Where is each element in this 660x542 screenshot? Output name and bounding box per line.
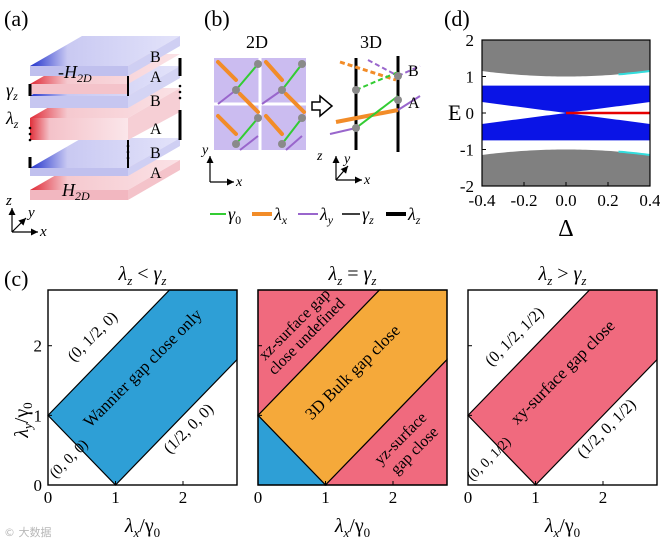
gray-continuum-upper — [482, 40, 650, 77]
panel-d-label: (d) — [444, 6, 470, 31]
bottom-layer-label: H2D — [61, 180, 90, 203]
site-B-label: B — [408, 63, 419, 80]
title-2d: 2D — [246, 32, 268, 52]
panel-b-axis-y: y — [200, 143, 209, 158]
phase-title: λz = γz — [328, 263, 377, 288]
legend-gamma-0: γ0 — [228, 204, 241, 227]
phase-title: λz < γz — [118, 263, 167, 288]
x-tick-label: 0 — [44, 488, 53, 507]
y-axis-label: E — [448, 100, 461, 125]
sublattice-B-2: B — [150, 93, 161, 110]
panel-b-label: (b) — [204, 6, 230, 31]
x-tick-label: 0.2 — [597, 191, 618, 210]
panel-d: (d) 2 1 0 -1 -2-0.4 -0.2 0.0 0.2 0.4 E Δ — [444, 6, 660, 242]
sublattice-B-3: B — [150, 145, 161, 162]
spectrum-chart: 2 1 0 -1 -2-0.4 -0.2 0.0 0.2 0.4 E Δ — [448, 31, 660, 242]
legend-lambda-x: λx — [273, 204, 288, 227]
phase-xlabel: λx/γ0 — [544, 515, 580, 540]
gray-continuum-lower — [482, 149, 650, 186]
panel-c-ylabel: λy/γ0 — [11, 402, 35, 438]
x-tick-label: 0.0 — [555, 191, 576, 210]
sublattice-A-3: A — [150, 165, 162, 182]
panel-b-axis-z: z — [316, 149, 323, 164]
x-tick-label: 1 — [321, 488, 330, 507]
x-tick-label: 1 — [111, 488, 120, 507]
panel-b-axes-3d — [332, 156, 362, 184]
panel-b-axis-x3: x — [363, 173, 371, 188]
phase-frame — [257, 289, 448, 486]
label-region-000: (0, 0, 0) — [47, 437, 92, 482]
cyan-edge-1 — [618, 150, 651, 156]
lambda-z-label: λz — [5, 108, 19, 131]
x-tick-label: 0 — [464, 488, 473, 507]
watermark: © 大数据 — [4, 525, 52, 539]
phase-xlabel: λx/γ0 — [334, 515, 370, 540]
panel-b-legend: γ0 λx λy γz λz — [210, 204, 421, 227]
y-tick-label: -1 — [460, 141, 474, 160]
panel-c-label: (c) — [4, 266, 28, 291]
blue-band-upper — [482, 85, 650, 113]
x-tick-label: -0.2 — [511, 191, 538, 210]
x-tick-label: -0.4 — [469, 191, 496, 210]
x-tick-label: 2 — [599, 488, 608, 507]
y-tick-label: 2 — [466, 31, 475, 50]
blue-band-lower — [482, 113, 650, 141]
layer-top-blue — [30, 36, 180, 76]
layer-blue-4 — [30, 138, 180, 176]
x-tick-label: 2 — [179, 488, 188, 507]
panel-b-axes-2d — [206, 156, 234, 186]
title-3d: 3D — [360, 32, 382, 52]
lattice-3d — [329, 56, 421, 152]
x-tick-label: 0.4 — [639, 191, 660, 210]
site-A-label: A — [408, 95, 420, 112]
phase-frame — [467, 289, 658, 486]
sublattice-A-2: A — [150, 121, 162, 138]
layer-stack — [28, 36, 182, 200]
y-tick-label: 0 — [34, 476, 43, 495]
panel-a: (a) — [4, 6, 182, 240]
transform-arrow — [311, 94, 334, 118]
phase-title: λz > γz — [538, 263, 587, 288]
sublattice-B-1: B — [150, 49, 161, 66]
panel-a-axis-x: x — [39, 224, 47, 240]
panel-a-axis-y: y — [26, 205, 35, 221]
x-tick-label: 0 — [254, 488, 263, 507]
y-tick-label: -2 — [460, 177, 474, 196]
legend-lambda-y: λy — [319, 204, 334, 227]
legend-gamma-z: γz — [362, 204, 374, 227]
top-layer-label: -H2D — [58, 62, 92, 85]
y-tick-label: 2 — [34, 337, 43, 356]
panel-a-axes — [8, 208, 38, 236]
sublattice-A-1: A — [150, 69, 162, 86]
x-tick-label: 1 — [531, 488, 540, 507]
label-region-0012: (0, 0, 1/2) — [465, 434, 515, 484]
cyan-edge-0 — [618, 70, 651, 76]
x-axis-label: Δ — [558, 216, 573, 242]
x-tick-label: 2 — [389, 488, 398, 507]
y-tick-label: 0 — [466, 104, 475, 123]
y-tick-label: 1 — [466, 68, 475, 87]
panel-b: (b) 2D 3D — [200, 6, 421, 227]
y-tick-label: 1 — [34, 406, 43, 425]
phase-frame — [47, 289, 238, 486]
panel-a-label: (a) — [4, 6, 28, 31]
panel-b-axis-y3: y — [342, 152, 351, 167]
lattice-2d — [214, 58, 306, 151]
gamma-z-label: γz — [6, 80, 18, 103]
phase-xlabel: λx/γ0 — [124, 515, 160, 540]
legend-lambda-z: λz — [407, 204, 421, 227]
panel-a-axis-z: z — [5, 193, 12, 209]
panel-b-axis-x: x — [235, 175, 243, 190]
